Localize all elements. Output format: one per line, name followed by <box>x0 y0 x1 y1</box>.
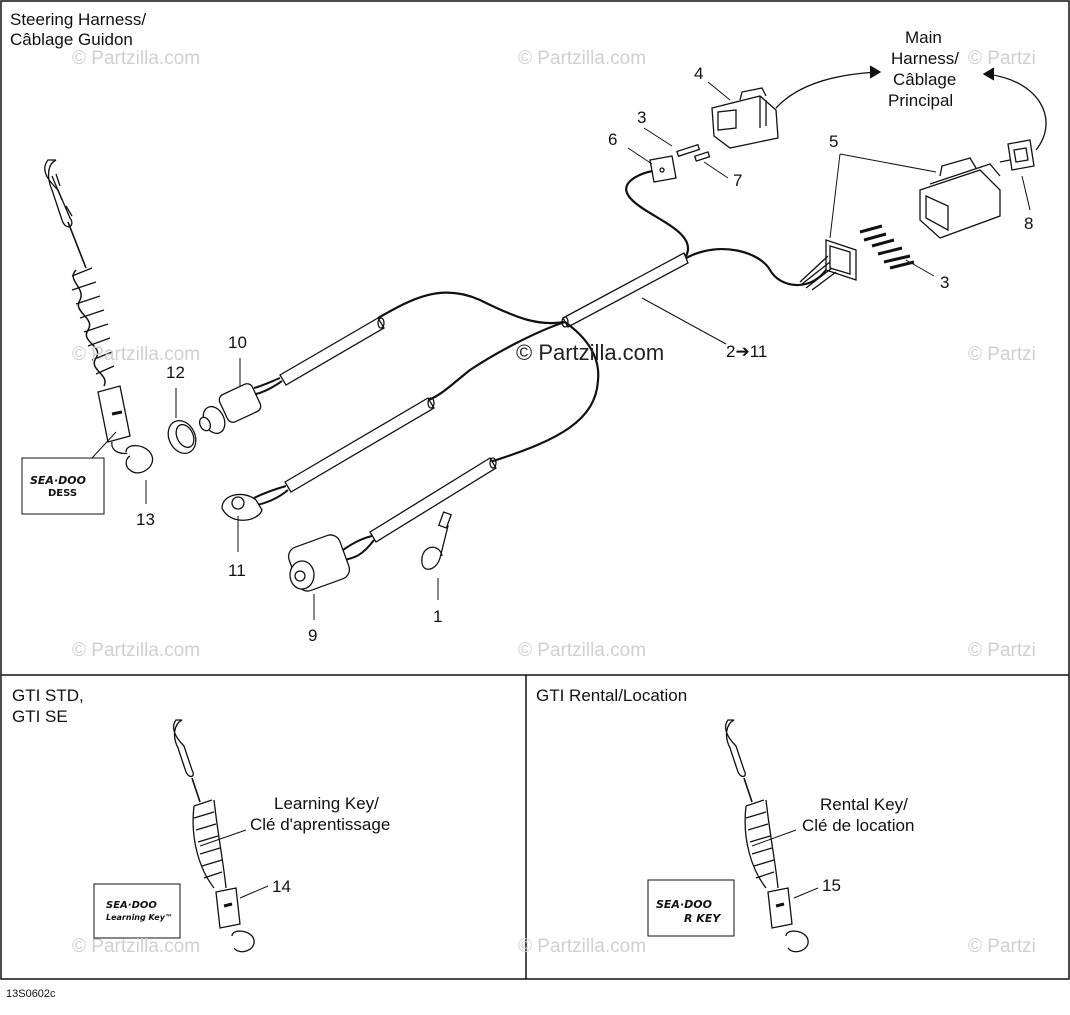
ring-12 <box>167 419 197 455</box>
watermark: © Partzilla.com <box>72 344 201 365</box>
leader-lines-top <box>91 81 1031 620</box>
callout-12: 12 <box>166 363 185 382</box>
connector-9 <box>287 534 375 592</box>
main-harness-label-line4: Principal <box>888 91 954 110</box>
arrow-4-to-main <box>775 71 879 109</box>
pins-3-lower <box>859 224 915 270</box>
rental-tag-brand: SEA·DOO <box>656 898 712 911</box>
connector-10 <box>198 377 283 435</box>
diagram-code: 13S0602c <box>6 988 56 1000</box>
learning-key-lanyard <box>172 719 269 953</box>
sleeve-11 <box>284 397 435 493</box>
left-panel-title-line2: GTI SE <box>12 707 68 726</box>
right-panel-title: GTI Rental/Location <box>536 686 688 705</box>
left-panel-title-line1: GTI STD, <box>12 686 84 705</box>
dess-tag-brand: SEA·DOO <box>30 474 86 487</box>
callout-11: 11 <box>228 561 246 580</box>
learning-tag-card <box>93 883 181 939</box>
callout-7: 7 <box>733 171 743 190</box>
connector-5-socket <box>799 239 857 291</box>
watermark: © Partzilla.com <box>518 640 647 661</box>
watermark: © Partzi <box>968 344 1036 365</box>
connector-6 <box>649 155 677 183</box>
branch-wires <box>377 291 566 325</box>
outer-frame <box>0 0 1070 980</box>
wire-to-6 <box>625 168 690 257</box>
learning-key-label-line1: Learning Key/ <box>274 794 379 813</box>
watermark: © Partzi <box>968 640 1036 661</box>
dess-tag-card <box>21 457 105 515</box>
main-harness-label-line2: Harness/ <box>891 49 960 68</box>
callout-8: 8 <box>1024 214 1034 233</box>
callout-14: 14 <box>272 877 291 896</box>
callout-15: 15 <box>822 876 841 895</box>
watermark: © Partzilla.com <box>518 936 647 957</box>
callout-13: 13 <box>136 510 155 529</box>
rental-key-lanyard <box>724 719 819 953</box>
callout-10: 10 <box>228 333 247 352</box>
main-harness-label-line1: Main <box>905 28 942 47</box>
learning-key-label-line2: Clé d'aprentissage <box>250 815 391 834</box>
learning-tag-brand: SEA·DOO <box>106 900 157 911</box>
dess-key-lanyard <box>44 159 154 474</box>
watermark: © Partzilla.com <box>72 936 201 957</box>
callout-3-upper: 3 <box>637 108 647 127</box>
main-harness-label-line3: Câblage <box>893 70 957 89</box>
learning-tag-sub: Learning Key™ <box>106 913 173 922</box>
top-panel-title-line1: Steering Harness/ <box>10 10 147 29</box>
callout-2-to-11: 2➔11 <box>726 342 768 361</box>
rental-tag-card <box>647 879 735 937</box>
callout-6: 6 <box>608 130 618 149</box>
dess-tag-sub: DESS <box>48 488 78 499</box>
arrow-8-to-main <box>985 73 1047 151</box>
callout-4: 4 <box>694 64 704 83</box>
watermark: © Partzilla.com <box>72 640 201 661</box>
callout-1: 1 <box>433 607 443 626</box>
switch-11 <box>221 485 289 521</box>
sleeve-9 <box>369 457 497 543</box>
top-panel-title-line2: Câblage Guidon <box>10 30 133 49</box>
connector-4 <box>711 87 779 149</box>
callout-3-lower: 3 <box>940 273 950 292</box>
rental-tag-sub: R KEY <box>684 912 721 925</box>
callout-9: 9 <box>308 626 318 645</box>
watermark: © Partzilla.com <box>72 48 201 69</box>
rental-key-label-line2: Clé de location <box>802 816 915 835</box>
tie-strap-1 <box>421 511 452 570</box>
sleeve-10 <box>279 317 385 386</box>
watermark: © Partzi <box>968 48 1036 69</box>
connector-8 <box>999 139 1035 171</box>
main-sleeve <box>561 252 689 328</box>
watermark: © Partzi <box>968 936 1036 957</box>
main-harness-illustration <box>44 65 1047 953</box>
rental-key-label-line1: Rental Key/ <box>820 795 908 814</box>
pins-3-upper <box>676 143 711 162</box>
wire-to-5 <box>685 248 827 287</box>
connector-5-housing <box>919 157 1001 239</box>
callout-5: 5 <box>829 132 839 151</box>
watermark: © Partzilla.com <box>518 48 647 69</box>
watermark-main: © Partzilla.com <box>516 340 665 365</box>
